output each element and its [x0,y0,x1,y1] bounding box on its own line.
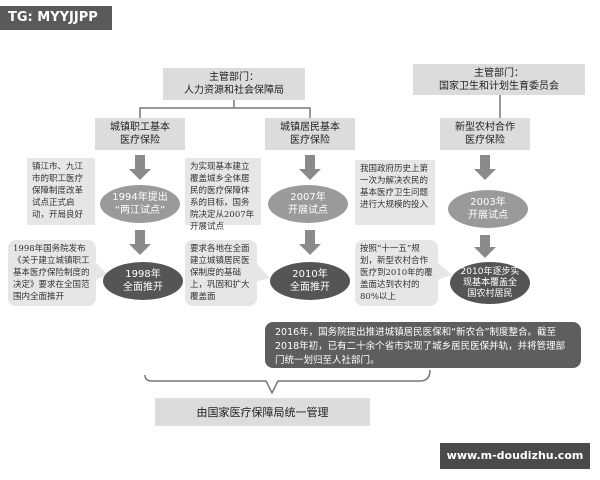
final-box: 由国家医疗保障局统一管理 [155,398,370,426]
oval-line: 2010年 [292,269,328,280]
note-1998: 1998年国务院发布《关于建立城镇职工基本医疗保险制度的决定》要求在全国范围内全… [8,240,96,306]
note-2010-rural: 按照“十一五”规划，新型农村合作医疗到2010年的覆盖面达到农村的80%以上 [355,240,438,306]
dept-box-left: 主管部门： 人力资源和社会保障局 [163,68,305,100]
bracket-line [144,369,431,395]
oval-line: 国农村居民 [467,288,513,299]
title-line: 医疗保险 [465,135,505,146]
note-2003: 我国政府历史上第一次为解决农民的基本医疗卫生问题进行大规模的投入 [355,160,435,225]
bubble-tail [255,262,270,282]
oval-line: 开展试点 [288,205,328,216]
arrow-down-icon [129,230,151,255]
oval-line: 2007年 [290,192,326,203]
oval-2007: 2007年开展试点 [268,185,348,223]
oval-line: 全面推开 [123,282,163,293]
bubble-tail [437,262,452,280]
arrow-down-icon [299,155,321,180]
watermark: www.m-doudizhu.com [440,443,590,469]
title-line: 医疗保险 [120,135,160,146]
oval-1994: 1994年提出 “两江试点” [100,185,180,223]
arrow-down-icon [299,230,321,255]
oval-line: “两江试点” [114,205,166,216]
title-resident-insurance: 城镇居民基本医疗保险 [265,118,355,150]
dept-label: 主管部门： [209,72,259,83]
title-line: 城镇职工基本 [110,122,170,133]
title-rural-insurance: 新型农村合作医疗保险 [440,118,530,150]
arrow-down-icon [474,155,496,180]
title-employee-insurance: 城镇职工基本医疗保险 [95,118,185,150]
tag-label: TG: MYYJJPP [0,6,112,30]
oval-1998: 1998年全面推开 [103,262,183,300]
oval-2010-resident: 2010年全面推开 [270,262,350,300]
arrow-down-icon [129,155,151,180]
oval-2003: 2003年开展试点 [448,190,528,228]
note-1994: 镇江市、九江市的职工医疗保障制度改革试点正式启动，开局良好 [27,158,95,225]
oval-line: 开展试点 [468,210,508,221]
dept-name: 国家卫生和计划生育委员会 [439,80,559,92]
title-line: 新型农村合作 [455,122,515,133]
title-line: 城镇居民基本 [280,122,340,133]
dept-box-right: 主管部门： 国家卫生和计划生育委员会 [413,64,585,95]
note-2010-resident: 要求各地在全面建立城镇居民医保制度的基础上，巩固和扩大覆盖面 [185,240,257,306]
oval-2010-rural: 2010年逐步实现基本覆盖全国农村居民 [450,262,530,304]
integration-note: 2016年，国务院提出推进城镇居民医保和“新农合”制度整合。截至2018年初，已… [265,322,581,368]
title-line: 医疗保险 [290,135,330,146]
note-2007: 为实现基本建立覆盖城乡全体居民的医疗保障体系的目标，国务院决定从2007年开展试… [185,158,261,232]
oval-line: 1998年 [125,269,161,280]
connector-line [139,100,311,118]
dept-name: 人力资源和社会保障局 [184,85,284,96]
oval-line: 2010年逐步实 [460,266,520,277]
oval-line: 全面推开 [290,282,330,293]
oval-line: 现基本覆盖全 [462,277,517,288]
arrow-down-icon [474,235,496,258]
oval-line: 2003年 [470,197,506,208]
oval-line: 1994年提出 [112,192,168,203]
dept-label: 主管部门： [474,67,524,79]
